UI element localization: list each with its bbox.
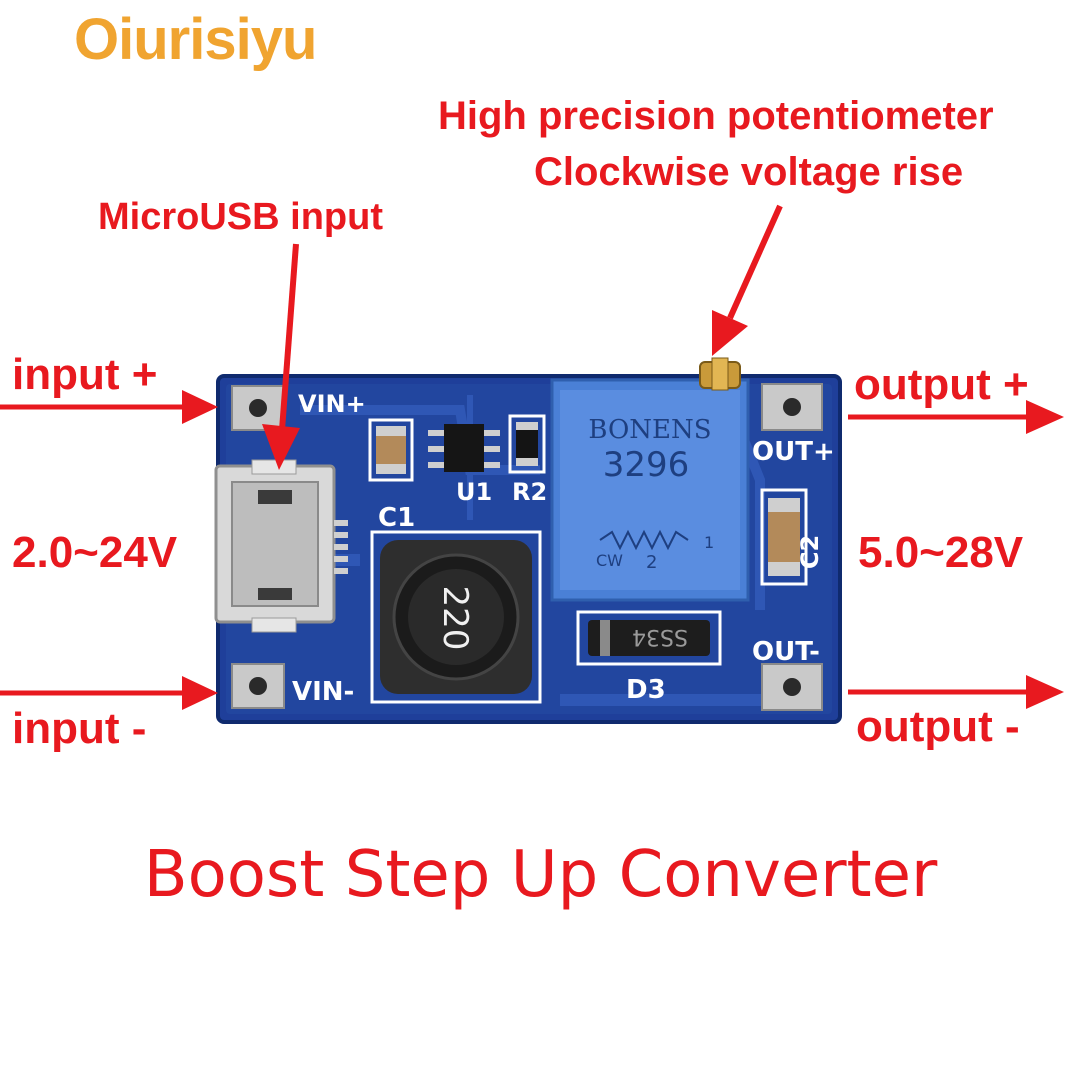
brand-logo: Oiurisiyu (74, 7, 317, 72)
label-potentiometer-line1: High precision potentiometer (438, 94, 994, 138)
inductor-marking: 220 (435, 586, 475, 651)
label-output-range: 5.0~28V (858, 528, 1024, 577)
label-output-plus: output + (854, 360, 1029, 409)
label-input-minus: input - (12, 704, 147, 753)
arrow-microusb (262, 243, 300, 470)
caption: Boost Step Up Converter (143, 838, 938, 912)
silk-d3: D3 (626, 675, 666, 705)
arrow-input-plus (0, 390, 218, 424)
microusb-connector (214, 459, 348, 633)
pad-out-minus (761, 663, 823, 711)
pot-brand-marking: BONENS (588, 415, 711, 445)
pad-vin-minus (231, 663, 285, 709)
silk-r2: R2 (512, 478, 547, 506)
diode-d3 (576, 610, 722, 666)
pot-pin2-marking: 2 (646, 552, 657, 573)
label-output-minus: output - (856, 702, 1020, 751)
pot-cw-marking: CW (596, 551, 623, 570)
capacitor-c2 (760, 488, 808, 586)
pot-pin1-marking: 1 (704, 533, 714, 552)
silk-vin-plus: VIN+ (298, 390, 366, 418)
silk-out-minus: OUT- (752, 637, 820, 667)
chip-u1 (428, 424, 500, 472)
arrow-input-minus (0, 676, 218, 710)
potentiometer-screw (699, 357, 741, 391)
label-microusb-input: MicroUSB input (98, 196, 383, 238)
inductor (370, 530, 542, 704)
silk-out-plus: OUT+ (752, 437, 835, 467)
silk-vin-minus: VIN- (292, 677, 354, 707)
label-potentiometer-line2: Clockwise voltage rise (534, 150, 964, 194)
pad-out-plus (761, 383, 823, 431)
arrow-potentiometer (712, 204, 783, 356)
arrow-output-minus (848, 675, 1064, 709)
pot-model-marking: 3296 (603, 445, 690, 485)
capacitor-c1 (368, 418, 414, 482)
diode-marking: SS34 (632, 624, 688, 649)
arrow-output-plus (848, 400, 1064, 434)
label-input-range: 2.0~24V (12, 528, 178, 577)
potentiometer (550, 378, 750, 602)
label-input-plus: input + (12, 350, 158, 399)
silk-c2: C2 (796, 535, 824, 569)
resistor-r2 (508, 414, 546, 474)
pad-vin-plus (231, 385, 285, 431)
silk-c1: C1 (378, 503, 415, 533)
silk-u1: U1 (456, 478, 492, 506)
